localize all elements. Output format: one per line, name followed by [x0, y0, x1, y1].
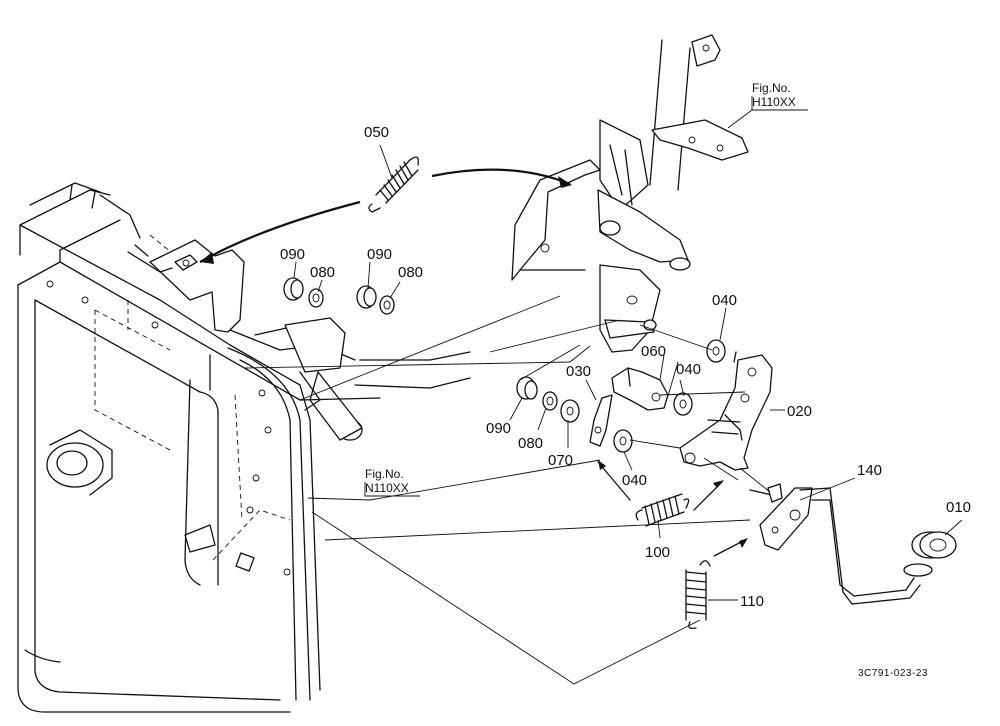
figure-reference-h: Fig.No. H110XX [752, 81, 796, 109]
drawing-number: 3C791-023-23 [858, 668, 928, 679]
callout-090-lower: 090 [486, 420, 511, 437]
callout-080-lower: 080 [518, 435, 543, 452]
leader-lines [244, 96, 963, 685]
callout-140: 140 [857, 462, 882, 479]
callout-030: 030 [566, 363, 591, 380]
callout-070: 070 [548, 452, 573, 469]
assembly-arrows [199, 168, 748, 557]
frame-housing [17, 182, 321, 713]
callout-labels: 050 090 080 090 080 040 060 040 030 020 … [280, 124, 971, 610]
spring-050 [368, 156, 419, 213]
fig-h-caption: Fig.No. [752, 81, 791, 95]
callout-050: 050 [364, 124, 389, 141]
washer-set-upper [283, 277, 395, 315]
callout-040-top: 040 [712, 292, 737, 309]
pedal-arm-140 [749, 483, 921, 605]
callout-040-bottom: 040 [622, 472, 647, 489]
callout-060: 060 [641, 343, 666, 360]
pivot-bracket [127, 239, 471, 441]
figure-reference-n: Fig.No. N110XX [365, 467, 409, 495]
fig-n-caption: Fig.No. [365, 467, 404, 481]
spring-100 [635, 493, 690, 527]
cam-060 [611, 367, 669, 411]
callout-010: 010 [946, 499, 971, 516]
callout-020: 020 [787, 403, 812, 420]
washer-set-lower [516, 339, 726, 453]
callout-090-upper-left: 090 [280, 246, 305, 263]
pedal-shaft-assembly [511, 34, 749, 353]
callout-040-middle: 040 [676, 361, 701, 378]
fig-n-number: N110XX [365, 481, 409, 495]
spring-110 [685, 560, 711, 630]
lever-030 [589, 394, 613, 447]
pedal-plate-020 [679, 351, 773, 471]
callout-110: 110 [740, 593, 764, 610]
callout-080-upper-right: 080 [398, 264, 423, 281]
callout-100: 100 [645, 544, 670, 561]
callout-080-upper-left: 080 [310, 264, 335, 281]
callout-090-upper-right: 090 [367, 246, 392, 263]
pedal-pad-010 [903, 531, 957, 577]
fig-h-number: H110XX [752, 95, 796, 109]
